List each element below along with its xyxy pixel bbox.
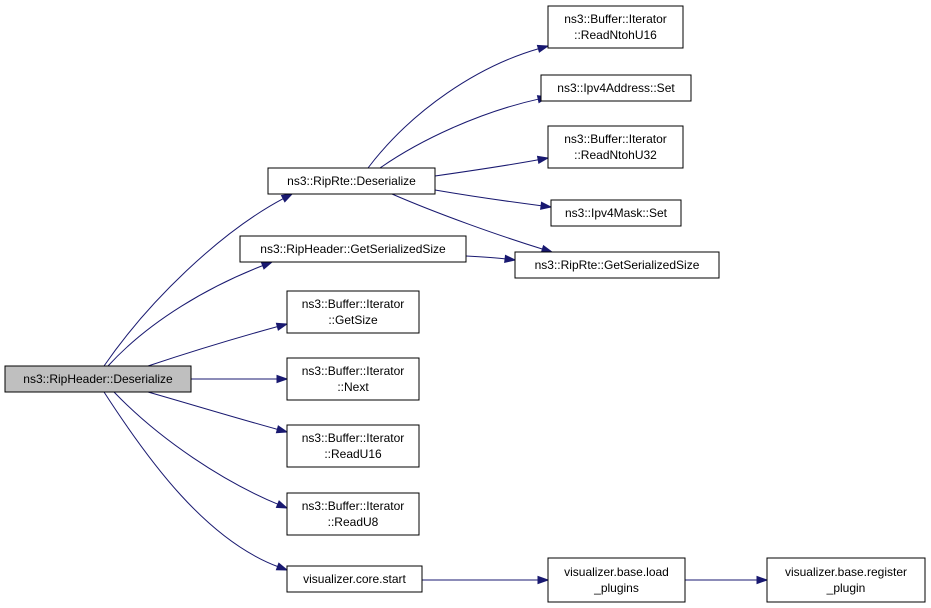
edge-rh_deser-to-rte_deser <box>103 193 294 367</box>
node-label: ns3::Buffer::Iterator <box>564 12 667 26</box>
arrow-head-icon <box>540 201 553 210</box>
edge-rte_deser-to-ipv4mask_set <box>434 189 553 210</box>
node-label: ::Next <box>337 380 369 394</box>
edge-rte_deser-to-ipv4addr_set <box>379 95 550 169</box>
node-viz-start[interactable]: visualizer.core.start <box>286 565 423 593</box>
node-label: visualizer.base.register <box>785 565 907 579</box>
edge-rh_deser-to-rh_size <box>107 261 274 367</box>
node-label: ::GetSize <box>328 313 378 327</box>
node-viz-load[interactable]: visualizer.base.load _plugins <box>547 557 686 603</box>
function-nodes: ns3::RipHeader::Deserialize ns3::RipRte::… <box>4 5 926 603</box>
node-label: ns3::Buffer::Iterator <box>302 499 405 513</box>
edge-line <box>367 47 540 169</box>
arrow-head-icon <box>275 425 289 434</box>
node-bi-ntohu32[interactable]: ns3::Buffer::Iterator::ReadNtohU32 <box>547 125 684 169</box>
node-label: ns3::RipHeader::Deserialize <box>23 372 173 386</box>
node-rh-size[interactable]: ns3::RipHeader::GetSerializedSize <box>239 235 467 263</box>
node-label: ::ReadU8 <box>328 515 379 529</box>
node-box <box>286 424 420 468</box>
edge-line <box>147 391 279 431</box>
edge-rte_deser-to-bi_ntohu32 <box>434 155 550 177</box>
node-label: visualizer.base.load <box>564 565 669 579</box>
node-label: ns3::Ipv4Address::Set <box>557 81 675 95</box>
node-label: ns3::Buffer::Iterator <box>302 431 405 445</box>
edge-line <box>434 159 540 177</box>
edge-rh_deser-to-viz_start <box>103 391 289 571</box>
edge-line <box>147 325 279 367</box>
arrow-head-icon <box>537 575 550 585</box>
edge-line <box>113 391 279 506</box>
edge-viz_load-to-viz_register <box>685 575 769 585</box>
node-box <box>547 125 684 169</box>
edge-viz_start-to-viz_load <box>422 575 550 585</box>
node-viz-register[interactable]: visualizer.base.register _plugin <box>766 557 926 603</box>
node-box <box>239 235 467 263</box>
node-box <box>547 557 686 603</box>
edge-line <box>434 189 543 207</box>
node-box <box>514 251 720 279</box>
arrow-head-icon <box>275 322 289 331</box>
arrow-head-icon <box>756 575 769 585</box>
arrow-head-icon <box>275 500 289 509</box>
edge-line <box>379 98 540 169</box>
node-bi-next[interactable]: ns3::Buffer::Iterator::Next <box>286 357 420 401</box>
node-box <box>286 357 420 401</box>
node-label: ns3::Buffer::Iterator <box>302 297 405 311</box>
edge-line <box>465 255 507 260</box>
node-box <box>4 365 192 393</box>
call-edges <box>103 44 769 585</box>
node-box <box>540 74 692 102</box>
arrow-head-icon <box>260 261 274 270</box>
edge-line <box>391 193 544 250</box>
node-label: _plugins <box>593 581 639 595</box>
arrow-head-icon <box>536 155 550 165</box>
node-label: ns3::RipRte::Deserialize <box>287 174 416 188</box>
node-box <box>766 557 926 603</box>
node-label: visualizer.core.start <box>303 572 406 586</box>
node-rte-deser[interactable]: ns3::RipRte::Deserialize <box>267 167 436 195</box>
node-label: ::ReadNtohU16 <box>574 28 657 42</box>
node-label: ns3::RipHeader::GetSerializedSize <box>260 242 446 256</box>
edge-line <box>103 197 285 367</box>
edge-line <box>103 391 279 568</box>
node-box <box>286 290 420 334</box>
node-rh-deser[interactable]: ns3::RipHeader::Deserialize <box>4 365 192 393</box>
node-label: ns3::Ipv4Mask::Set <box>565 206 668 220</box>
edge-rh_deser-to-bi_next <box>190 374 289 384</box>
node-bi-readu8[interactable]: ns3::Buffer::Iterator::ReadU8 <box>286 492 420 536</box>
node-label: ns3::RipRte::GetSerializedSize <box>535 258 700 272</box>
edge-rh_size-to-rte_size <box>465 254 517 263</box>
node-rte-size[interactable]: ns3::RipRte::GetSerializedSize <box>514 251 720 279</box>
node-bi-getsize[interactable]: ns3::Buffer::Iterator::GetSize <box>286 290 420 334</box>
edge-rh_deser-to-bi_readu16 <box>147 391 289 434</box>
node-ipv4mask-set[interactable]: ns3::Ipv4Mask::Set <box>550 199 682 227</box>
node-bi-readu16[interactable]: ns3::Buffer::Iterator::ReadU16 <box>286 424 420 468</box>
node-box <box>286 565 423 593</box>
edge-rh_deser-to-bi_getsize <box>147 322 289 367</box>
node-box <box>286 492 420 536</box>
node-label: ::ReadNtohU32 <box>574 148 657 162</box>
arrow-head-icon <box>276 374 289 384</box>
edge-rte_deser-to-bi_ntohu16 <box>367 44 550 169</box>
node-label: ns3::Buffer::Iterator <box>302 364 405 378</box>
node-label: ::ReadU16 <box>324 447 382 461</box>
arrow-head-icon <box>280 193 294 203</box>
arrow-head-icon <box>275 562 289 571</box>
edge-line <box>107 264 264 367</box>
node-label: ns3::Buffer::Iterator <box>564 132 667 146</box>
edge-rh_deser-to-bi_readu8 <box>113 391 289 509</box>
arrow-head-icon <box>504 254 517 263</box>
arrow-head-icon <box>540 244 554 253</box>
node-bi-ntohu16[interactable]: ns3::Buffer::Iterator::ReadNtohU16 <box>547 5 684 49</box>
node-box <box>547 5 684 49</box>
node-box <box>267 167 436 195</box>
arrow-head-icon <box>536 44 550 53</box>
node-label: _plugin <box>826 581 866 595</box>
node-ipv4addr-set[interactable]: ns3::Ipv4Address::Set <box>540 74 692 102</box>
node-box <box>550 199 682 227</box>
